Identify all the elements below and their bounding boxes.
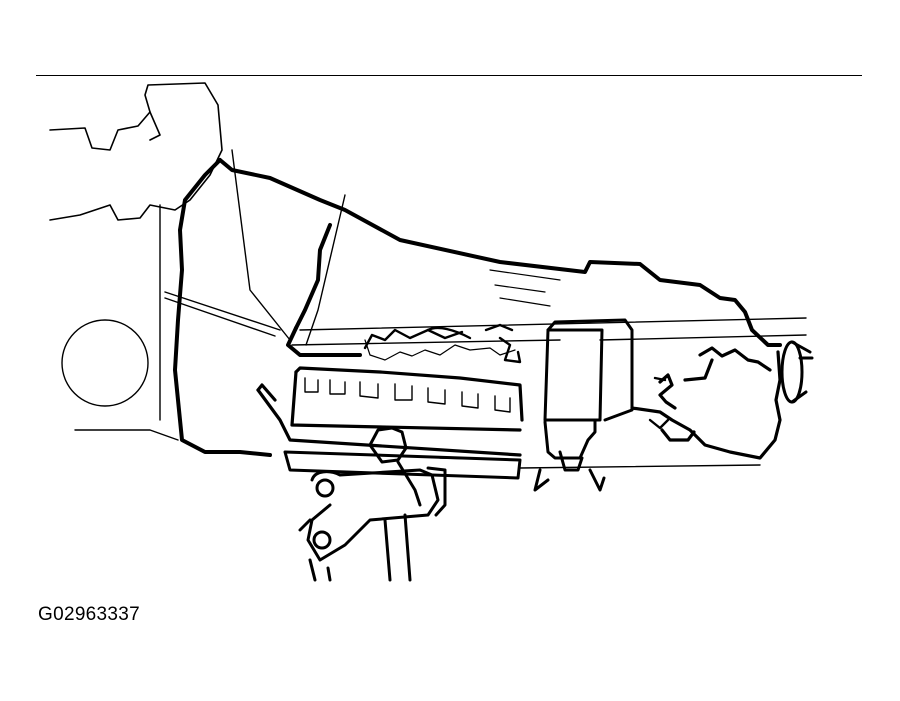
- alignment-lines: [232, 150, 806, 345]
- figure-id-label: G02963337: [38, 604, 141, 625]
- rear-mount: [535, 320, 632, 490]
- wiring-harness: [365, 325, 668, 428]
- engine-block: [50, 83, 222, 220]
- extension-housing: [632, 348, 780, 458]
- crossmember: [75, 205, 280, 440]
- transmission-case: [175, 160, 780, 455]
- header-rule: [36, 75, 862, 76]
- case-ribbing: [365, 270, 560, 360]
- crossmember-plug: [62, 320, 148, 406]
- oil-pan: [258, 368, 522, 455]
- oil-pan-ribs: [305, 378, 510, 412]
- output-flange: [782, 342, 812, 402]
- frame-rail: [440, 458, 760, 468]
- transmission-jack: [285, 428, 520, 580]
